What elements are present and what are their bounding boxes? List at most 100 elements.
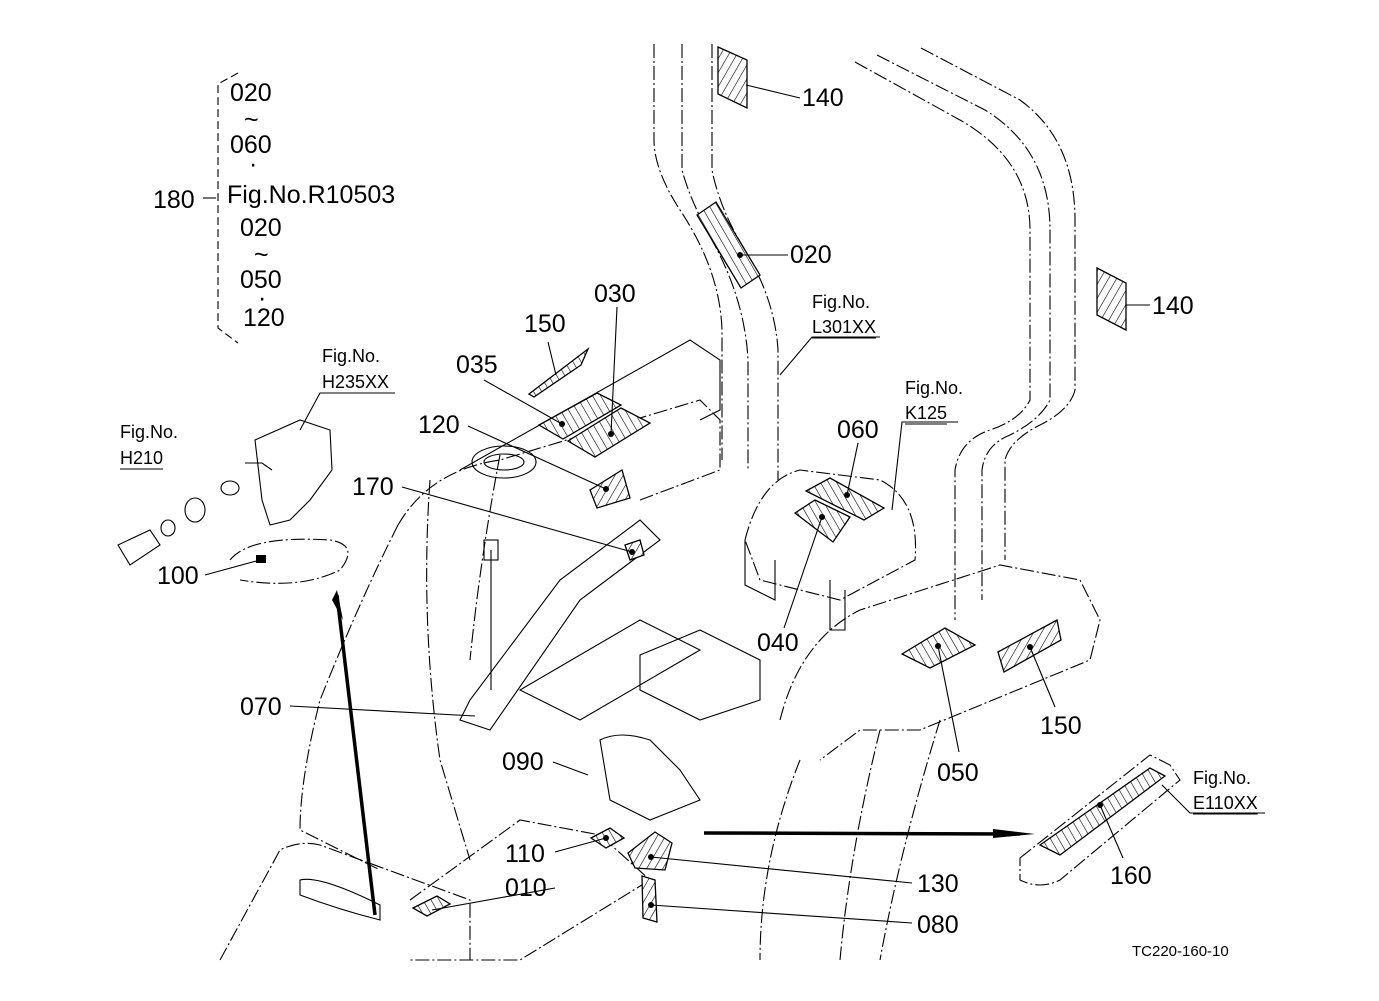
hydraulic-fittings [117, 419, 333, 566]
figref-h210[interactable]: Fig.No. H210 [120, 422, 178, 470]
decal-170 [624, 539, 645, 561]
leader-110 [554, 837, 607, 853]
tool-box-cover [744, 469, 917, 601]
fender-right-side [759, 759, 801, 961]
decal-dots [559, 252, 1103, 908]
figref-h235-line2[interactable]: H235XX [322, 372, 389, 392]
decal-120 [589, 468, 631, 509]
callout-040[interactable]: 040 [757, 629, 799, 657]
figref-k125-line2[interactable]: K125 [905, 403, 947, 423]
leader-120 [467, 425, 607, 490]
leader-170 [401, 486, 633, 553]
figref-l301-line2[interactable]: L301XX [812, 317, 876, 337]
fender-right-top [779, 564, 1101, 761]
figref-k125[interactable]: Fig.No. K125 [905, 378, 963, 425]
figref-e110-line1: Fig.No. [1193, 768, 1251, 788]
figure-references: Fig.No. H235XX Fig.No. H210 Fig.No. L301… [120, 292, 1258, 815]
decal-080 [641, 875, 658, 923]
figref-e110-line2[interactable]: E110XX [1193, 793, 1258, 813]
leader-k125 [891, 421, 958, 511]
decal-040 [793, 499, 851, 543]
fender-left-inner [426, 479, 471, 861]
bracket-line-10: 120 [243, 304, 285, 332]
step-plate [219, 842, 471, 961]
leader-lines [204, 84, 1265, 924]
fender-right-inner2 [879, 719, 941, 961]
callout-140-top[interactable]: 140 [802, 84, 844, 112]
leader-150b [1029, 646, 1056, 708]
callout-160[interactable]: 160 [1110, 862, 1152, 890]
figref-h235[interactable]: Fig.No. H235XX [322, 346, 390, 394]
decal-010 [411, 895, 452, 917]
direction-arrows [332, 590, 1035, 916]
leader-060 [846, 442, 859, 496]
figref-l301[interactable]: Fig.No. L301XX [812, 292, 877, 339]
valve-body [599, 734, 701, 821]
callout-050[interactable]: 050 [937, 759, 979, 787]
rops-right-b [876, 54, 1051, 600]
leader-050 [937, 645, 960, 753]
callout-150-right[interactable]: 150 [1040, 712, 1082, 740]
fuel-cap [471, 445, 537, 479]
arrow-pedal-shaft [335, 594, 377, 916]
drawing-id: TC220-160-10 [1132, 943, 1229, 960]
hose-pipe [229, 538, 349, 584]
decal-150-loose [527, 346, 590, 398]
callout-060[interactable]: 060 [837, 416, 879, 444]
figref-h210-line1: Fig.No. [120, 422, 178, 442]
decal-100 [256, 555, 266, 563]
figref-h210-line2[interactable]: H210 [120, 448, 163, 468]
bracket-line-8: 050 [240, 266, 282, 294]
decal-020 [696, 201, 761, 289]
callout-030[interactable]: 030 [594, 280, 636, 308]
leader-010 [431, 887, 556, 911]
leader-130 [650, 856, 913, 884]
callout-150-top[interactable]: 150 [524, 310, 566, 338]
leader-090 [552, 761, 589, 776]
callout-090[interactable]: 090 [502, 748, 544, 776]
bracket-line-5: Fig.No.R10503 [227, 181, 395, 209]
decal-035 [537, 392, 623, 440]
figref-l301-line1: Fig.No. [812, 292, 870, 312]
callout-010[interactable]: 010 [505, 874, 547, 902]
arrow-step-mat [703, 831, 1021, 836]
washer-small [160, 519, 176, 537]
callout-140-right[interactable]: 140 [1152, 292, 1194, 320]
banjo-bolt [117, 529, 161, 566]
figref-k125-line1: Fig.No. [905, 378, 963, 398]
callout-130[interactable]: 130 [917, 870, 959, 898]
decal-060 [804, 477, 886, 521]
leader-l301 [779, 336, 880, 376]
brake-pedal [299, 878, 381, 921]
decal-130 [627, 831, 673, 871]
leader-e110 [1161, 784, 1265, 814]
leader-140a [745, 84, 801, 99]
callout-020[interactable]: 020 [790, 241, 832, 269]
callout-100[interactable]: 100 [157, 562, 199, 590]
floor-cover [409, 819, 651, 961]
seat-plate [639, 629, 761, 721]
figref-e110[interactable]: Fig.No. E110XX [1193, 768, 1258, 815]
bracket-line-3: 060 [230, 131, 272, 159]
leader-030 [610, 306, 618, 435]
callout-170[interactable]: 170 [352, 473, 394, 501]
decal-140-top [717, 45, 748, 110]
callout-110[interactable]: 110 [505, 840, 545, 868]
tractor-body [219, 339, 1181, 961]
callout-120[interactable]: 120 [418, 411, 460, 439]
leader-070 [289, 705, 476, 717]
tool-box-bracket-right [829, 580, 846, 631]
tool-box-bracket-left [744, 540, 776, 601]
callout-070[interactable]: 070 [240, 693, 282, 721]
fuel-cap-inner [483, 453, 525, 471]
washer-large [220, 480, 240, 496]
leader-040 [783, 516, 823, 629]
arrow-head-right [993, 829, 1035, 838]
leader-160 [1099, 804, 1124, 859]
leader-h210 [245, 462, 273, 471]
callout-035[interactable]: 035 [456, 351, 498, 379]
callout-080[interactable]: 080 [917, 911, 959, 939]
figref-h235-line1: Fig.No. [322, 346, 380, 366]
fender-left-crease [469, 454, 501, 661]
